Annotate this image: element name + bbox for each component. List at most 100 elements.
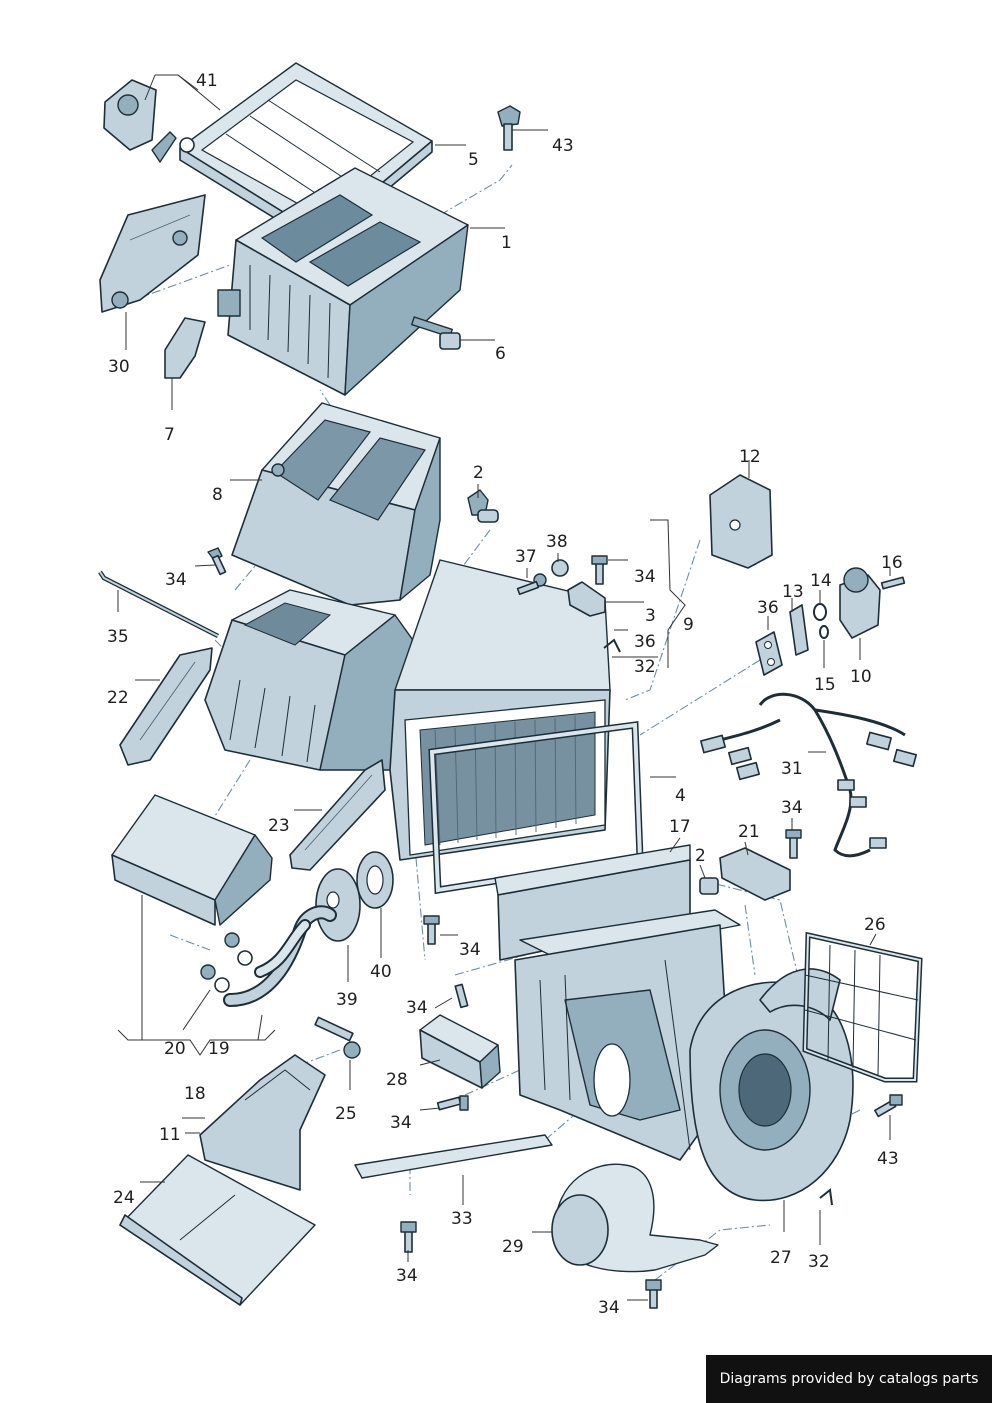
callout-23: 23 — [268, 816, 290, 836]
callout-28: 28 — [386, 1070, 408, 1090]
heater-core-box — [111, 794, 273, 926]
callout-21: 21 — [738, 822, 760, 842]
screw-34-icons — [400, 555, 903, 1309]
callout-numbers: 41 43 5 1 6 30 7 8 2 34 35 22 37 38 34 3… — [107, 71, 903, 1318]
lower-main-housing — [514, 909, 741, 1161]
callout-7: 7 — [164, 425, 175, 445]
part-19-coolant-pipes — [223, 905, 337, 1007]
callout-39: 39 — [336, 990, 358, 1010]
part-14-oring — [813, 603, 827, 621]
part-39-seal-plate — [315, 868, 361, 942]
callout-5: 5 — [468, 150, 479, 170]
callout-6: 6 — [495, 344, 506, 364]
part-24-tray — [119, 1154, 316, 1306]
callout-2-top: 2 — [473, 463, 484, 483]
part-10-expansion-valve — [839, 567, 881, 639]
callout-27: 27 — [770, 1248, 792, 1268]
callout-14: 14 — [810, 571, 832, 591]
part-2-sensor-top — [467, 489, 499, 523]
callout-34-h: 34 — [598, 1298, 620, 1318]
part-12-pad — [709, 474, 773, 569]
callout-3: 3 — [645, 606, 656, 626]
callout-10: 10 — [850, 667, 872, 687]
part-23-duct — [289, 759, 386, 871]
callout-24: 24 — [113, 1188, 135, 1208]
part-6-shaft — [411, 316, 461, 350]
callout-36-b: 36 — [757, 598, 779, 618]
callout-30: 30 — [108, 357, 130, 377]
callout-11: 11 — [159, 1125, 181, 1145]
callout-17: 17 — [669, 817, 691, 837]
part-1-upper-housing — [217, 167, 469, 396]
callout-9: 9 — [683, 615, 694, 635]
callout-40: 40 — [370, 962, 392, 982]
part-16-screw — [880, 576, 906, 590]
callout-34-e: 34 — [406, 998, 428, 1018]
part-27-blower-housing — [689, 968, 854, 1202]
callout-22: 22 — [107, 688, 129, 708]
callout-1: 1 — [501, 233, 512, 253]
callout-43-bottom: 43 — [877, 1149, 899, 1169]
part-13-clip — [789, 604, 809, 656]
callout-18: 18 — [184, 1084, 206, 1104]
callout-34-b: 34 — [634, 567, 656, 587]
callout-43-top: 43 — [552, 136, 574, 156]
callout-32-a: 32 — [634, 657, 656, 677]
part-15-oring-small — [819, 625, 829, 639]
callout-35: 35 — [107, 627, 129, 647]
callout-4: 4 — [675, 786, 686, 806]
callout-34-a: 34 — [165, 570, 187, 590]
callout-36-a: 36 — [634, 632, 656, 652]
part-30-side-panel — [99, 194, 206, 313]
callout-20: 20 — [164, 1039, 186, 1059]
part-20-clamp-rings — [200, 932, 253, 993]
callout-38: 38 — [546, 532, 568, 552]
part-41-actuator-group — [103, 79, 195, 163]
callout-16: 16 — [881, 553, 903, 573]
part-21-sensor — [719, 847, 791, 901]
part-29-blower-cover — [551, 1163, 719, 1273]
callout-25: 25 — [335, 1104, 357, 1124]
part-37-38-fasteners — [516, 559, 569, 596]
callout-37: 37 — [515, 547, 537, 567]
callout-19: 19 — [208, 1039, 230, 1059]
callout-12: 12 — [739, 447, 761, 467]
part-32-clip-icons — [603, 638, 833, 1206]
part-31-wiring-harness — [700, 692, 918, 858]
callout-13: 13 — [782, 582, 804, 602]
leader-lines — [117, 74, 891, 1301]
part-3-bracket — [567, 581, 606, 617]
part-40-grommet — [356, 851, 394, 909]
part-11-18-floor-duct — [199, 1054, 326, 1191]
callout-2-lower: 2 — [695, 846, 706, 866]
part-7-bracket — [164, 317, 206, 379]
callout-33: 33 — [451, 1209, 473, 1229]
part-2-sensor-lower — [699, 877, 719, 895]
diagram-credit-text: Diagrams provided by catalogs parts — [719, 1371, 979, 1387]
part-36-gasket — [755, 631, 783, 676]
part-22-duct — [119, 647, 213, 766]
callout-34-g: 34 — [396, 1266, 418, 1286]
callout-31: 31 — [781, 759, 803, 779]
part-26-cage — [802, 931, 923, 1083]
callout-34-f: 34 — [390, 1113, 412, 1133]
part-33-cover-strip — [354, 1134, 553, 1179]
assembly-dash-lines — [119, 164, 861, 1281]
callout-34-d: 34 — [459, 940, 481, 960]
part-35-rod — [98, 570, 220, 639]
part-25-bolt — [314, 1016, 361, 1059]
callout-41: 41 — [196, 71, 218, 91]
callout-32-b: 32 — [808, 1252, 830, 1272]
callout-8: 8 — [212, 485, 223, 505]
diagram-credit-badge: Diagrams provided by catalogs parts — [706, 1355, 992, 1403]
part-8-middle-housing — [231, 402, 441, 606]
part-43-screw-top — [497, 105, 521, 151]
part-28-actuator — [419, 1014, 501, 1089]
part-9-lower-housing — [204, 589, 421, 771]
part-34-screw-a — [207, 547, 227, 576]
callout-15: 15 — [814, 675, 836, 695]
callout-26: 26 — [864, 915, 886, 935]
callout-34-c: 34 — [781, 798, 803, 818]
callout-29: 29 — [502, 1237, 524, 1257]
